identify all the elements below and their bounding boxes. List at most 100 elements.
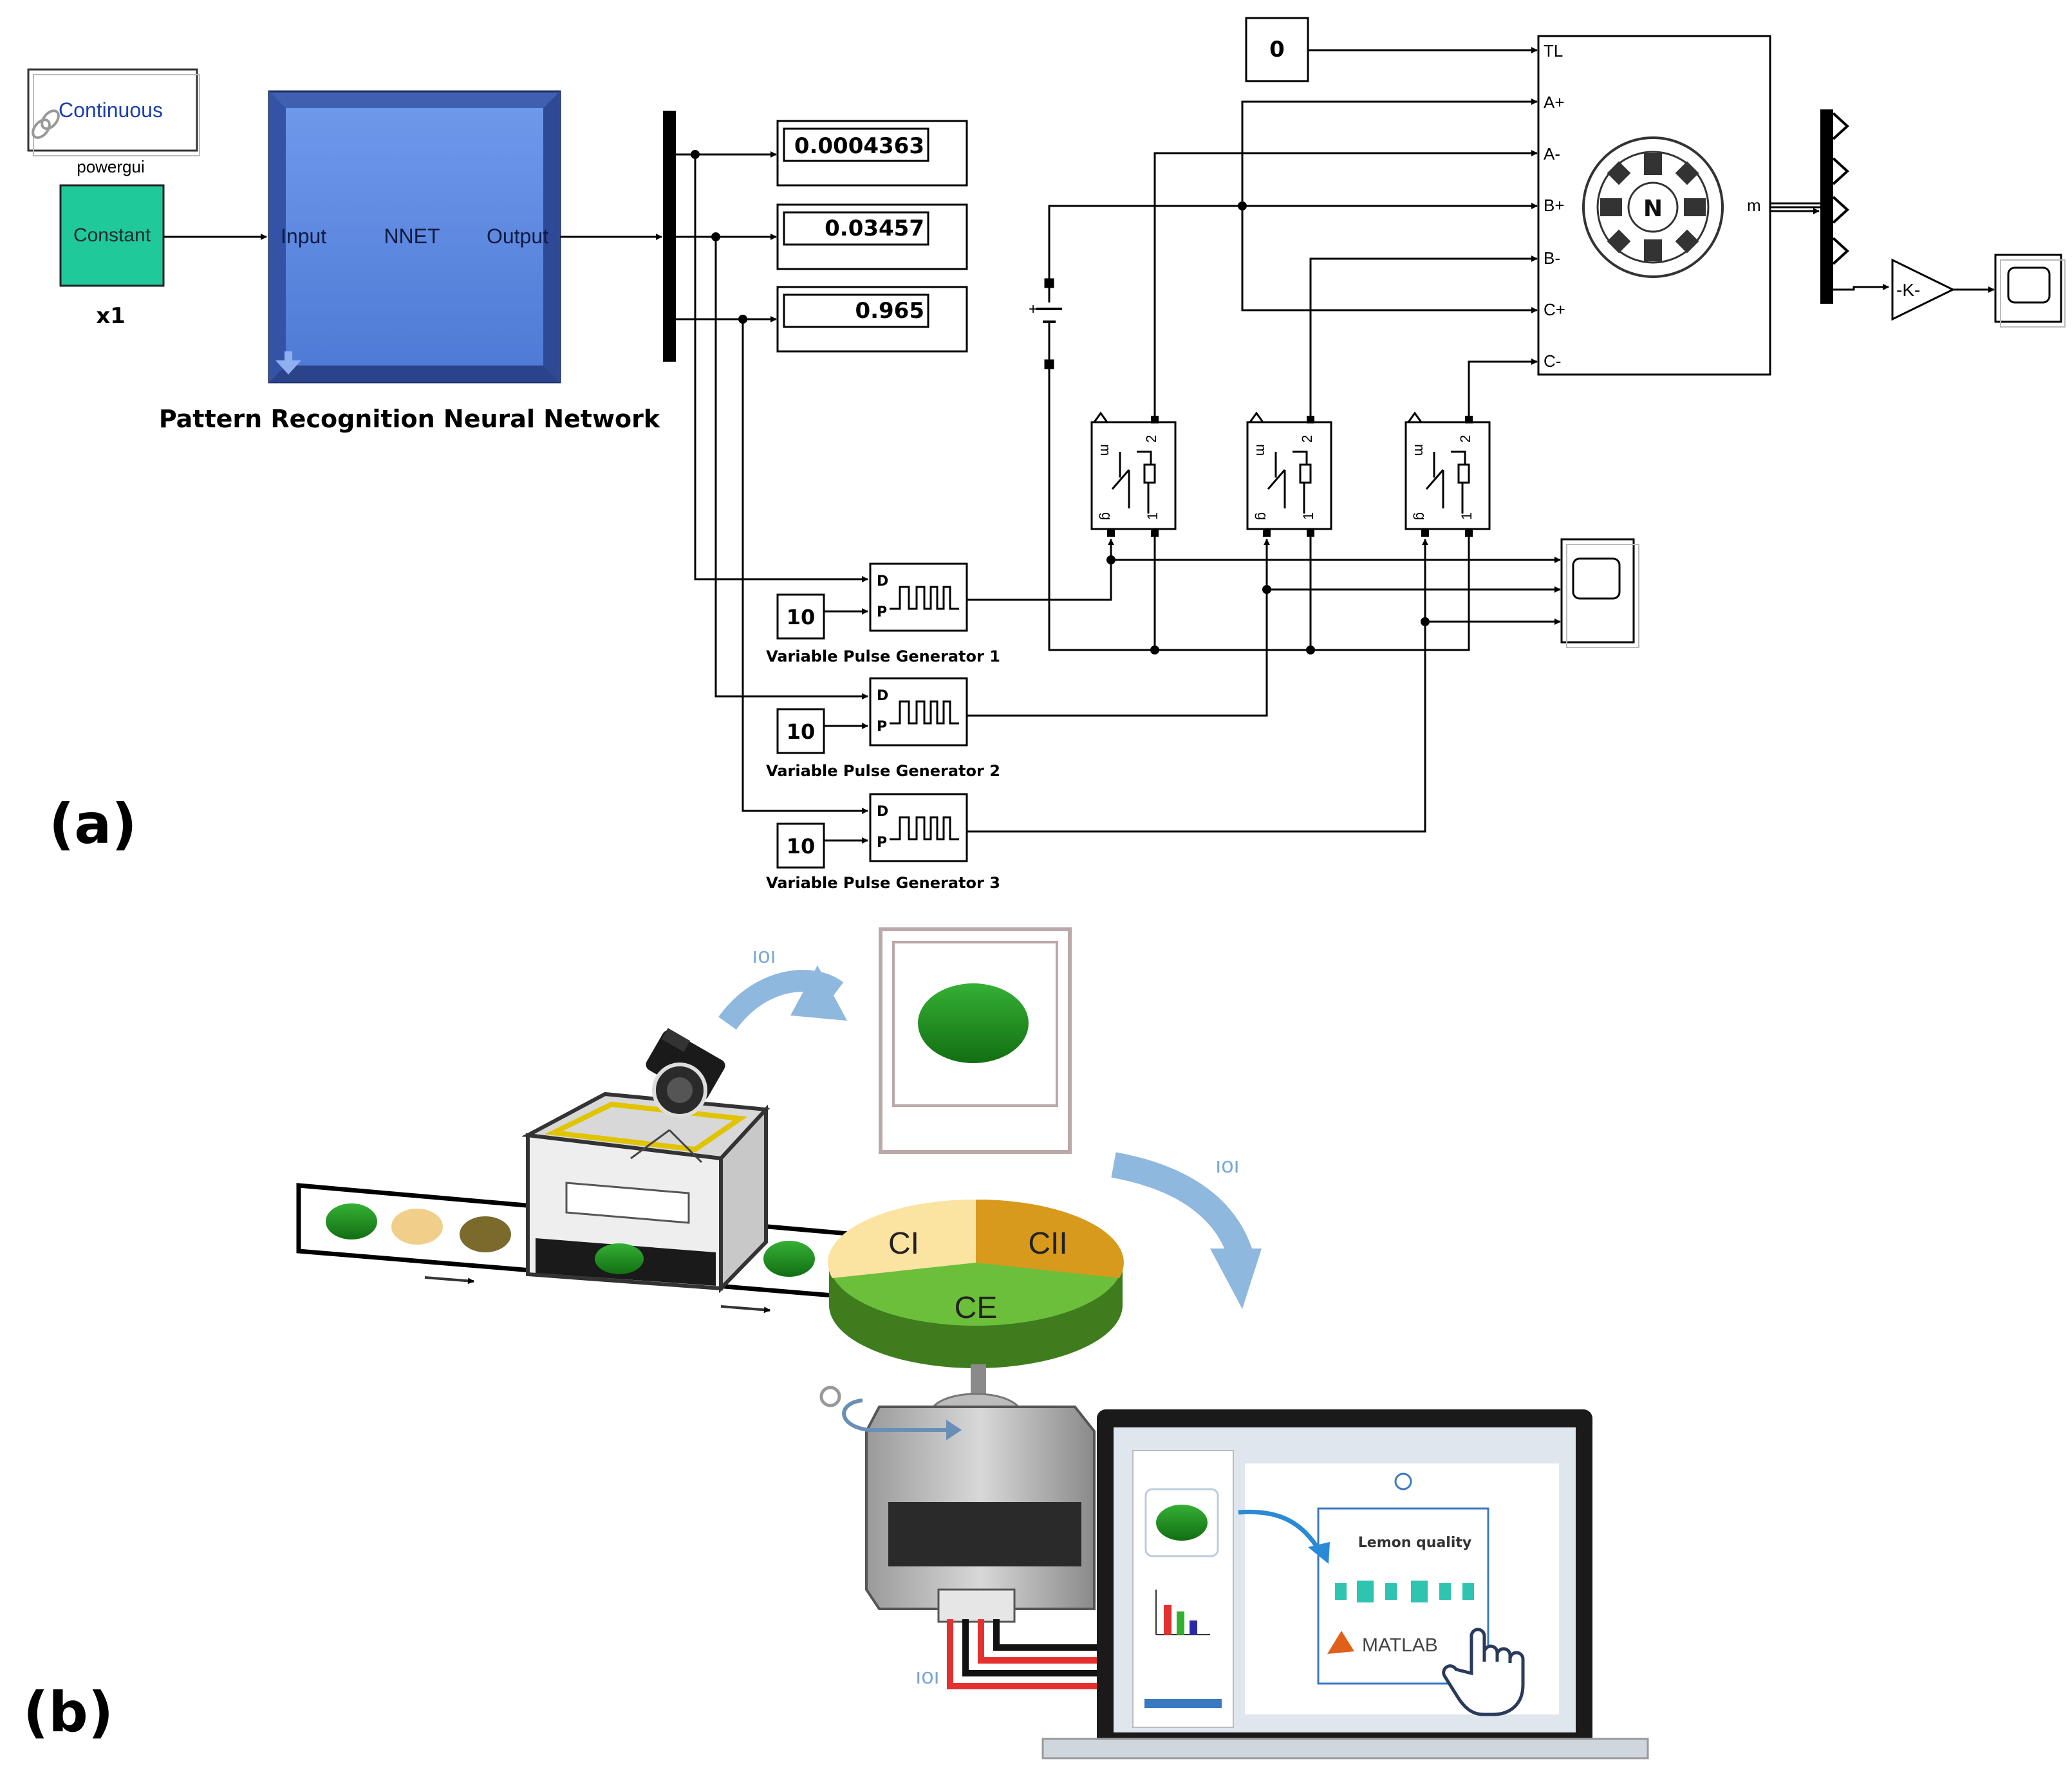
- pulse-2-port-d: D: [877, 688, 888, 704]
- motor-cables: [947, 1619, 1107, 1689]
- display-value-2: 0.03457: [825, 216, 924, 241]
- camera-icon: [646, 1028, 725, 1118]
- powergui-block[interactable]: Continuous: [27, 68, 200, 156]
- period-value-3: 10: [787, 834, 816, 859]
- down-arrow-icon: [275, 351, 301, 375]
- switch-2-port-1: 1: [1300, 512, 1316, 520]
- scope-icon: [1572, 557, 1621, 600]
- lemon-yellow: [391, 1209, 443, 1245]
- curved-arrow-icon: [1111, 1152, 1255, 1265]
- period-value-1: 10: [787, 605, 816, 629]
- port-b-minus: B-: [1544, 248, 1560, 268]
- period-value-2: 10: [787, 719, 816, 744]
- switch-block-1[interactable]: m 2 g 1: [1090, 411, 1177, 537]
- screen-title: Lemon quality: [1358, 1535, 1472, 1551]
- switch-block-2[interactable]: m 2 g 1: [1246, 411, 1332, 537]
- panel-a-label: (a): [49, 792, 137, 857]
- class-label-cii: CII: [1028, 1227, 1067, 1261]
- gate-scope-block[interactable]: [1560, 538, 1639, 648]
- svg-text:ıoı: ıoı: [752, 943, 776, 968]
- motor-output-wires: [1770, 202, 1820, 214]
- gain-label: -K-: [1896, 280, 1920, 300]
- switch-2-port-g: g: [1255, 512, 1271, 520]
- stepper-motor-block[interactable]: TL A+ A- B+ B- C+ C- m: [1537, 35, 1771, 376]
- pulse-3-port-p: P: [877, 835, 887, 851]
- pulse-wave-icon: [890, 700, 959, 725]
- output-scope-block[interactable]: [1994, 254, 2066, 328]
- switch-3-port-g: g: [1413, 512, 1429, 520]
- gate-junctions: [1106, 555, 1430, 626]
- lemon-green: [326, 1203, 377, 1239]
- period-constant-1[interactable]: 10: [776, 593, 825, 640]
- class-label-ci: CI: [888, 1227, 919, 1261]
- switch-2-port-m: m: [1253, 444, 1269, 456]
- pulse-generator-2[interactable]: D P: [869, 677, 968, 747]
- switch-3-port-m: m: [1412, 444, 1428, 456]
- switch-1-port-g: g: [1099, 512, 1115, 520]
- switch-block-3[interactable]: m 2 g 1: [1405, 411, 1491, 537]
- svg-text:ıoı: ıoı: [915, 1664, 940, 1689]
- matlab-label: MATLAB: [1362, 1635, 1438, 1656]
- motor-symbol: N: [1643, 196, 1663, 222]
- demux-block[interactable]: [663, 111, 676, 362]
- motor-output-label: m: [1747, 196, 1761, 215]
- display-block-1[interactable]: 0.0004363: [776, 120, 968, 187]
- port-a-plus: A+: [1544, 93, 1565, 112]
- display-block-3[interactable]: 0.965: [776, 286, 968, 353]
- constant-caption: x1: [96, 303, 126, 329]
- pulse-caption-2: Variable Pulse Generator 2: [766, 762, 1000, 780]
- powergui-caption: powergui: [77, 157, 145, 176]
- lemon-row: [326, 1203, 815, 1277]
- pulse-wave-icon: [890, 816, 959, 840]
- constant-block[interactable]: Constant: [59, 184, 165, 287]
- nnet-block[interactable]: Input NNET Output: [268, 90, 561, 384]
- port-b-plus: B+: [1544, 196, 1565, 215]
- class-label-ce: CE: [955, 1291, 998, 1325]
- switch-1-port-m: m: [1097, 444, 1114, 456]
- lemon-brown: [460, 1216, 511, 1252]
- link-icon: [32, 109, 60, 139]
- panel-a: Continuous powergui Constant x1 Input NN…: [27, 17, 2066, 892]
- nnet-input-label: Input: [281, 225, 326, 248]
- period-constant-2[interactable]: 10: [776, 708, 825, 754]
- wire-junctions: [691, 150, 747, 324]
- nnet-name-label: NNET: [384, 225, 440, 248]
- svg-text:ıoı: ıoı: [1215, 1153, 1240, 1178]
- display-value-1: 0.0004363: [794, 133, 924, 159]
- sorting-disc: CI CII CE: [828, 1199, 1124, 1368]
- signal-bus-gain: [1833, 284, 1889, 291]
- switch-1-port-1: 1: [1144, 512, 1161, 520]
- pulse-wave-icon: [890, 586, 959, 610]
- bus-selector-block[interactable]: [1820, 109, 1849, 304]
- panel-b-label: (b): [23, 1680, 113, 1745]
- torque-constant-block[interactable]: 0: [1245, 17, 1309, 82]
- constant-label: Constant: [73, 225, 151, 246]
- pulse-generator-1[interactable]: D P: [869, 562, 968, 632]
- pulse-caption-3: Variable Pulse Generator 3: [766, 874, 1000, 892]
- hand-cursor-icon: [1442, 1628, 1525, 1716]
- gain-block[interactable]: -K-: [1891, 258, 1955, 321]
- period-constant-3[interactable]: 10: [776, 822, 825, 869]
- lemon-green: [1156, 1505, 1208, 1541]
- lemon-green: [595, 1243, 644, 1274]
- gate-wires: [967, 539, 1561, 833]
- display-value-3: 0.965: [855, 298, 924, 324]
- arrow-head-icon: [790, 965, 847, 1021]
- torque-constant-value: 0: [1269, 37, 1285, 62]
- wireless-icon: ıoı ıoı ıoı: [752, 943, 1240, 1689]
- power-wires: [1048, 98, 1538, 651]
- nnet-output-label: Output: [487, 225, 548, 248]
- stepper-motor: [819, 1364, 1096, 1623]
- dc-source-block[interactable]: +: [1029, 278, 1062, 369]
- period-wires: [824, 608, 868, 844]
- pulse-generator-3[interactable]: D P: [869, 793, 968, 862]
- pulse-2-port-p: P: [877, 719, 887, 735]
- lemon-green: [763, 1241, 815, 1277]
- pulse-1-port-p: P: [877, 604, 887, 620]
- power-junctions: [1150, 201, 1315, 654]
- stepper-motor-icon: N: [1582, 136, 1724, 278]
- display-block-2[interactable]: 0.03457: [776, 203, 968, 270]
- switch-1-port-2: 2: [1143, 435, 1159, 443]
